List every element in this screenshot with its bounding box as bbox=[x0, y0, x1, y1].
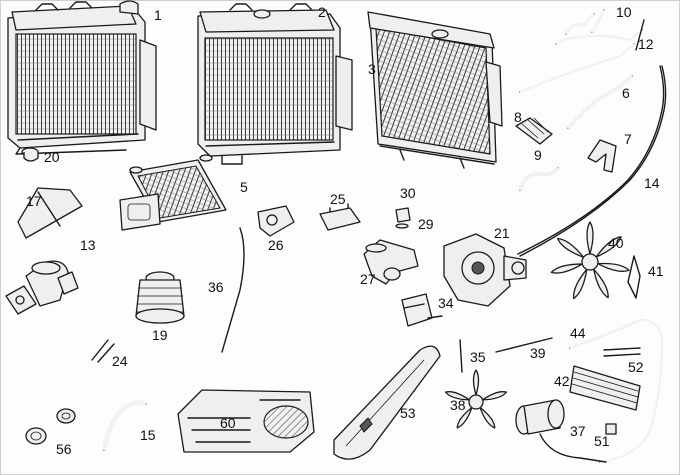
label-27: 27 bbox=[360, 271, 376, 287]
label-20: 20 bbox=[44, 149, 60, 165]
label-15: 15 bbox=[140, 427, 156, 443]
heater-box-60 bbox=[177, 389, 315, 453]
label-8: 8 bbox=[514, 109, 522, 125]
belt-41 bbox=[627, 255, 641, 299]
label-38: 38 bbox=[450, 397, 466, 413]
pipe-12 bbox=[555, 19, 645, 51]
label-36: 36 bbox=[208, 279, 224, 295]
label-52: 52 bbox=[628, 359, 644, 375]
bolt-39 bbox=[495, 337, 553, 353]
label-3: 3 bbox=[368, 61, 376, 77]
label-44: 44 bbox=[570, 325, 586, 341]
label-12: 12 bbox=[638, 36, 654, 52]
label-53: 53 bbox=[400, 405, 416, 421]
part-labels: 1 2 3 5 6 7 8 9 10 12 13 14 15 17 19 20 … bbox=[26, 4, 664, 457]
fan-40 bbox=[550, 221, 630, 300]
rod-36 bbox=[221, 227, 245, 353]
rod-35 bbox=[459, 339, 463, 373]
heater-core-5 bbox=[119, 154, 227, 231]
nut-51 bbox=[605, 423, 617, 435]
label-39: 39 bbox=[530, 345, 546, 361]
label-40: 40 bbox=[608, 235, 624, 251]
label-10: 10 bbox=[616, 4, 632, 20]
label-37: 37 bbox=[570, 423, 586, 439]
label-34: 34 bbox=[438, 295, 454, 311]
fan-38 bbox=[444, 369, 508, 429]
fitting-52 bbox=[603, 347, 641, 357]
label-1: 1 bbox=[154, 7, 162, 23]
label-2: 2 bbox=[318, 4, 326, 20]
label-17: 17 bbox=[26, 193, 42, 209]
label-26: 26 bbox=[268, 237, 284, 253]
pipe-long bbox=[519, 43, 635, 93]
label-30: 30 bbox=[400, 185, 416, 201]
panel-53 bbox=[333, 345, 441, 460]
block-25 bbox=[319, 203, 361, 231]
label-19: 19 bbox=[152, 327, 168, 343]
label-60: 60 bbox=[220, 415, 236, 431]
hose-44 bbox=[569, 318, 664, 463]
hose-15 bbox=[101, 400, 147, 451]
radiator-1 bbox=[7, 0, 157, 155]
motor-37 bbox=[515, 399, 607, 463]
label-51: 51 bbox=[594, 433, 610, 449]
outlet-27 bbox=[363, 239, 419, 285]
bracket-17 bbox=[17, 187, 83, 239]
thermostat-housing-13 bbox=[5, 260, 79, 315]
radiator-2 bbox=[197, 3, 353, 165]
bracket-7 bbox=[587, 139, 617, 173]
radiator-3 bbox=[367, 11, 503, 169]
bellows-8 bbox=[515, 117, 553, 145]
label-13: 13 bbox=[80, 237, 96, 253]
clip-24 bbox=[91, 339, 115, 363]
water-pump-21 bbox=[443, 233, 527, 307]
label-29: 29 bbox=[418, 216, 434, 232]
label-42: 42 bbox=[554, 373, 570, 389]
bracket-34 bbox=[401, 293, 443, 327]
housing-26 bbox=[257, 205, 295, 237]
clamps-56 bbox=[25, 408, 76, 445]
label-9: 9 bbox=[534, 147, 542, 163]
label-25: 25 bbox=[330, 191, 346, 207]
label-41: 41 bbox=[648, 263, 664, 279]
hose-9 bbox=[518, 166, 560, 191]
plug-30 bbox=[395, 207, 411, 229]
hoses-10 bbox=[564, 9, 606, 35]
label-21: 21 bbox=[494, 225, 510, 241]
oil-cooler-42 bbox=[569, 365, 641, 411]
label-6: 6 bbox=[622, 85, 630, 101]
label-7: 7 bbox=[624, 131, 632, 147]
label-14: 14 bbox=[644, 175, 660, 191]
label-24: 24 bbox=[112, 353, 128, 369]
cable-14 bbox=[517, 65, 667, 257]
thermostat-19 bbox=[135, 271, 185, 324]
cap-20 bbox=[21, 147, 39, 162]
pipe-6 bbox=[566, 74, 634, 130]
label-35: 35 bbox=[470, 349, 486, 365]
label-56: 56 bbox=[56, 441, 72, 457]
label-5: 5 bbox=[240, 179, 248, 195]
